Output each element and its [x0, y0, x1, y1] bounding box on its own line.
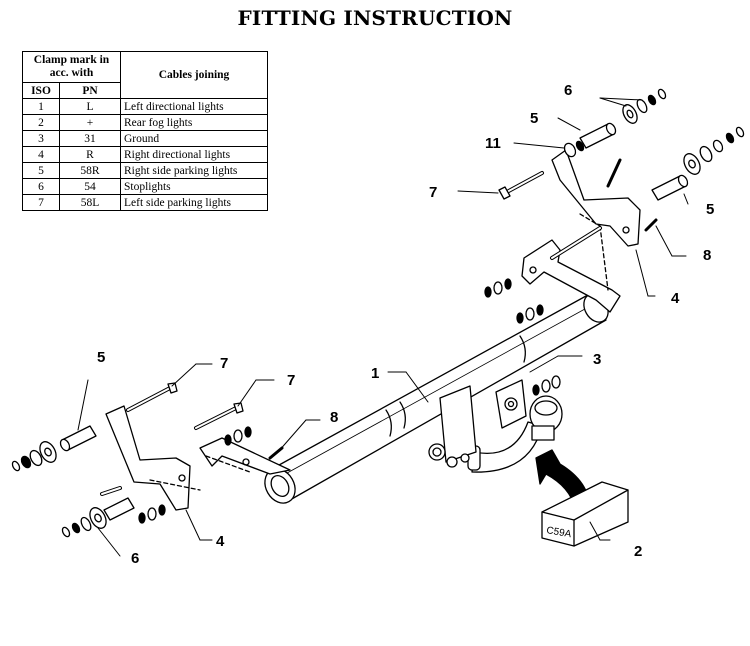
callout-8-right: 8 [703, 247, 711, 264]
page-title: FITTING INSTRUCTION [237, 6, 513, 30]
ball-cover-box: C59A [541, 481, 629, 547]
spacer-tubes [59, 122, 689, 521]
table-row: 7 58L Left side parking lights [22, 194, 268, 211]
leader-lines [77, 97, 689, 557]
box-label: C59A [545, 525, 572, 540]
washers-and-nuts [11, 88, 745, 538]
callout-1: 1 [371, 365, 379, 382]
cables-joining-table: Clamp mark in acc. with Cables joining I… [22, 51, 268, 211]
callout-4-right: 4 [671, 290, 680, 307]
callout-5-top: 5 [530, 110, 538, 127]
callout-8-left: 8 [330, 409, 338, 426]
callout-7-right: 7 [429, 184, 437, 201]
pn-header: PN [59, 82, 121, 99]
callout-3: 3 [593, 351, 601, 368]
callouts: 1 2 3 4 4 5 5 5 6 6 7 7 7 8 8 11 [97, 82, 714, 567]
cables-joining-header: Cables joining [120, 51, 268, 99]
table-row: 4 R Right directional lights [22, 146, 268, 163]
callout-2: 2 [634, 543, 642, 560]
callout-4-left: 4 [216, 533, 225, 550]
left-side-bracket [105, 405, 291, 511]
table-row: 6 54 Stoplights [22, 178, 268, 195]
callout-6-top: 6 [564, 82, 572, 99]
callout-6-left: 6 [131, 550, 139, 567]
right-side-bracket [521, 149, 641, 313]
cross-beam [264, 293, 609, 504]
callout-5-left: 5 [97, 349, 105, 366]
callout-7-left-b: 7 [287, 372, 295, 389]
callout-11: 11 [485, 135, 501, 152]
callout-7-left-a: 7 [220, 355, 228, 372]
callout-5-right: 5 [706, 201, 714, 218]
tow-ball-assembly [428, 379, 563, 473]
bolts [100, 158, 658, 496]
table-row: 5 58R Right side parking lights [22, 162, 268, 179]
clamp-mark-header: Clamp mark in acc. with [22, 51, 121, 83]
